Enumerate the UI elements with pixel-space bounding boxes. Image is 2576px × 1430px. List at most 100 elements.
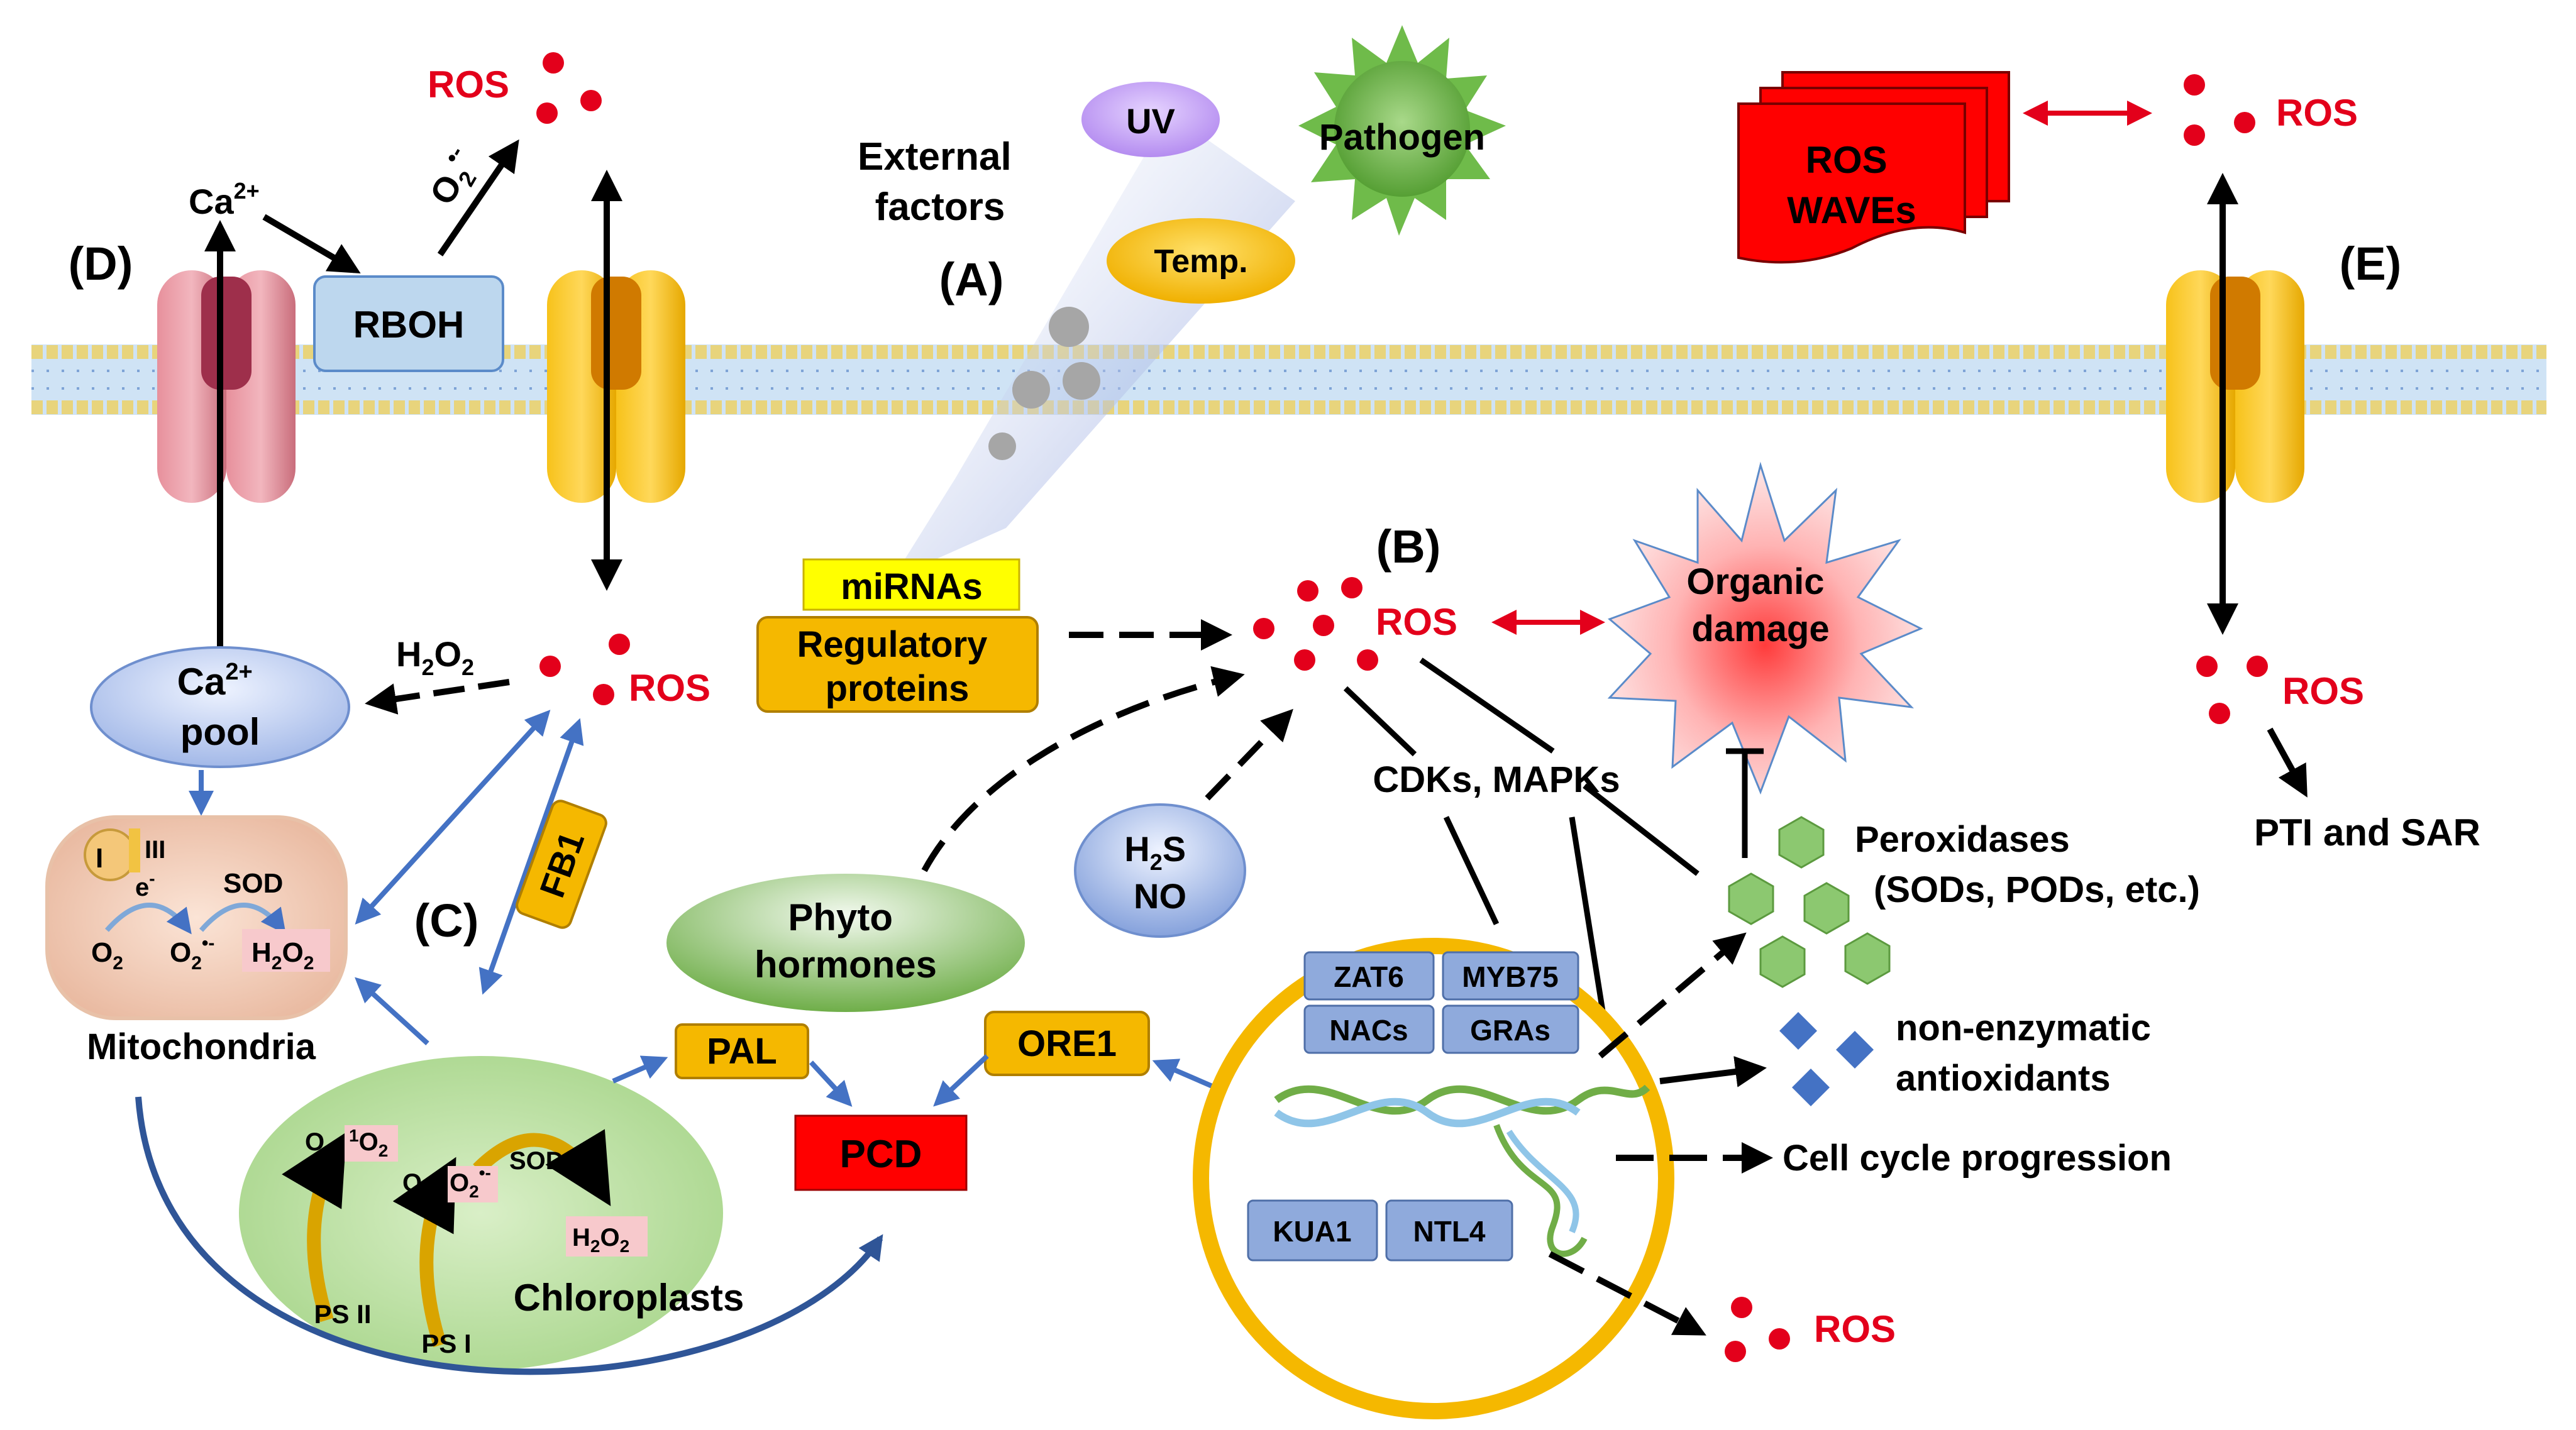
fb1-box: [516, 800, 607, 929]
gras-box: [1442, 1004, 1579, 1054]
ros-dots-bottom: [1725, 1297, 1790, 1362]
dna-to-ros-arrow: [1548, 1251, 1706, 1336]
mirnas-label: miRNAs: [841, 566, 983, 607]
chloro-o2-label-a: O2: [305, 1128, 334, 1160]
chloro-h2o2-label: H2O2: [572, 1224, 629, 1256]
chloro-superoxide-highlight: [448, 1166, 498, 1202]
ros-label-top-left: ROS: [428, 63, 509, 106]
antioxidant-diamonds: [1779, 1012, 1874, 1106]
ore1-label: ORE1: [1017, 1023, 1117, 1064]
calcium-label-top: Ca2+: [189, 178, 260, 221]
pathogen-icon: [1298, 25, 1506, 236]
mito-o2-label: O2: [91, 937, 123, 974]
organic-damage-label: Organic damage: [1686, 561, 1834, 649]
panel-label-e: (E): [2340, 238, 2402, 290]
dna-helix-icon: [1274, 1084, 1650, 1257]
ros-dots-right: [2196, 656, 2268, 724]
phytohormones-label: Phyto hormones: [755, 896, 937, 986]
kua1-label: KUA1: [1273, 1215, 1351, 1248]
ps2-loop: [282, 1131, 347, 1323]
myb75-label: MYB75: [1462, 960, 1558, 993]
calcium-pool-label: Ca2+ pool: [177, 646, 263, 753]
rboh-to-ros-arrow: [437, 139, 519, 256]
gras-label: GRAs: [1470, 1014, 1551, 1047]
temp-label: Temp.: [1154, 243, 1247, 280]
mito-superoxide-label: O2•-: [170, 933, 214, 974]
ros-dots-top-left: [536, 52, 602, 124]
ros-to-pti-arrow: [2267, 727, 2308, 798]
ros-dots-top-right: [2184, 74, 2255, 146]
phyto-to-ros-arrow: [921, 666, 1245, 872]
external-factors-label: External factors: [858, 135, 1022, 229]
electron-label: e-: [135, 869, 155, 901]
ps2-label: PS II: [314, 1299, 371, 1329]
peroxidase-hexagons: [1728, 816, 1891, 988]
uv-bubble: [1081, 82, 1220, 157]
particle: [988, 432, 1016, 460]
temp-bubble: [1107, 218, 1295, 304]
ps1-loop: [392, 1157, 456, 1348]
mito-sod-label: SOD: [223, 868, 283, 899]
chloro-to-mito-arrow: [355, 977, 429, 1045]
ros-waves-document-icon: [1737, 71, 2010, 264]
non-enzymatic-antioxidants-label: non-enzymatic antioxidants: [1896, 1008, 2161, 1099]
ros-dots-mid-left: [539, 634, 630, 705]
chloroplasts-label: Chloroplasts: [514, 1277, 744, 1319]
chloro-sod-arc: [473, 1129, 611, 1206]
aquaporin-channel-left: [547, 270, 685, 503]
ros-label-mid-left: ROS: [629, 667, 710, 709]
particle: [1012, 371, 1050, 409]
complex-i: [84, 828, 136, 881]
chloro-superoxide-label: O2•-: [450, 1163, 491, 1201]
pti-sar-label: PTI and SAR: [2254, 811, 2480, 854]
particle: [1063, 362, 1100, 400]
ros-chloro-bidirectional-arrow: [478, 718, 584, 995]
ros-waves-label: ROS WAVEs: [1787, 139, 1916, 231]
singlet-oxygen-highlight: [345, 1125, 398, 1162]
kua1-box: [1247, 1199, 1378, 1262]
chloro-to-pal-arrow: [612, 1055, 668, 1084]
ps1-label: PS I: [421, 1329, 471, 1358]
ros-label-center: ROS: [1376, 601, 1457, 643]
aquaporin-channel-right: [2166, 270, 2304, 503]
nacs-box: [1303, 1004, 1435, 1054]
particle: [1049, 307, 1089, 347]
uv-label: UV: [1126, 101, 1175, 141]
calcium-channel: [157, 270, 296, 503]
ntl4-label: NTL4: [1413, 1215, 1486, 1248]
ros-label-right: ROS: [2282, 670, 2364, 712]
regulatory-proteins-label: Regulatory proteins: [797, 624, 997, 709]
ore1-to-pcd-arrow: [933, 1054, 989, 1107]
mito-h2o2-highlight: [242, 929, 330, 972]
panel-label-a: (A): [939, 253, 1004, 305]
mito-o2-arc: [104, 903, 192, 935]
mito-superoxide-arc: [199, 903, 286, 935]
panel-label-c: (C): [414, 894, 479, 947]
pcd-box: [794, 1114, 968, 1191]
ros-label-top-right: ROS: [2276, 92, 2358, 134]
peroxidases-label: Peroxidases (SODs, PODs, etc.): [1855, 819, 2200, 910]
chloro-o2-label-b: O2: [402, 1169, 432, 1201]
h2s-to-ros-arrow: [1205, 708, 1293, 801]
cdk-nucleus-link: [1443, 816, 1500, 925]
zat6-label: ZAT6: [1334, 960, 1404, 993]
calcium-to-rboh-arrow: [262, 214, 361, 274]
dna-to-peroxidase-arrow: [1598, 932, 1747, 1059]
ros-peroxidase-link: [1419, 657, 1555, 754]
cdks-mapks-label: CDKs, MAPKs: [1373, 759, 1620, 800]
nacs-label: NACs: [1329, 1014, 1408, 1047]
pal-box: [675, 1023, 809, 1079]
complex-iii-label: III: [145, 836, 165, 864]
pal-to-pcd-arrow: [809, 1060, 853, 1107]
cdk-dna-link: [1569, 817, 1606, 1016]
zat6-box: [1303, 951, 1435, 1001]
ore1-box: [984, 1011, 1150, 1076]
panel-label-b: (B): [1376, 520, 1441, 573]
complex-i-label: I: [96, 843, 103, 874]
regulatory-proteins-box: [756, 616, 1039, 713]
h2s-no-label: H2S NO: [1124, 829, 1195, 916]
chloro-h2o2-highlight: [566, 1216, 648, 1257]
mito-to-pcd-arrow: [135, 1096, 883, 1375]
h2o2-to-pool-arrow: [365, 679, 510, 715]
